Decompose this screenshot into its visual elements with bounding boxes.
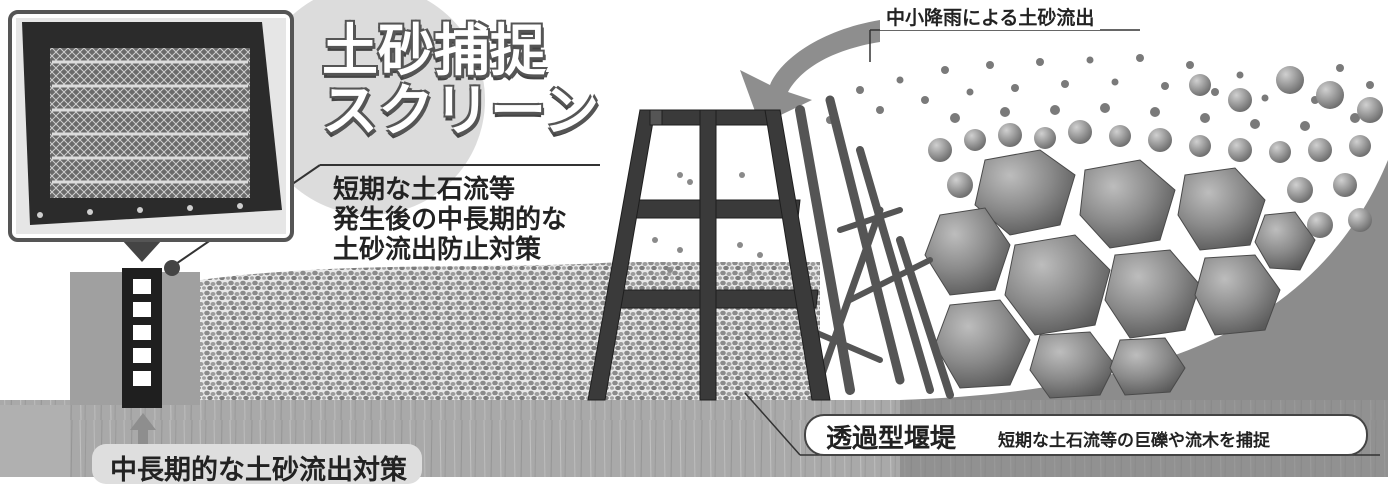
screen-column-cells [133, 279, 151, 386]
medium-stones [928, 66, 1383, 238]
title-line-1: 土砂捕捉 [322, 19, 546, 84]
callout-pointer [122, 240, 162, 262]
connector-dot [164, 260, 180, 276]
screen-description-line-3: 土砂流出防止対策 [333, 235, 542, 265]
dam-gravel [652, 172, 763, 273]
gravel-bed [200, 262, 820, 400]
title-background-circle [255, 0, 485, 215]
fine-sediment [826, 54, 1374, 131]
top-arrow-label: 中小降雨による土砂流出 [880, 3, 1101, 30]
screen-photo-chains [52, 60, 248, 184]
screen-description-line-2: 発生後の中長期的な [333, 205, 568, 235]
screen-description-line-1: 短期な土石流等 [333, 175, 516, 205]
up-arrow-icon [130, 413, 156, 445]
boulders [924, 149, 1316, 399]
screen-photo-bolts [37, 203, 243, 218]
permeable-dam [587, 109, 831, 401]
screen-photo-mesh [50, 48, 250, 198]
dam-label-line [744, 392, 801, 456]
driftwood [795, 95, 954, 399]
concrete-wall-side [0, 405, 70, 477]
title-line-2: スクリーン [322, 79, 600, 144]
rainfall-arrow [740, 20, 880, 125]
scene-illustration [0, 0, 1388, 477]
dam-label-sub: 短期な土石流等の巨礫や流木を捕捉 [998, 431, 1270, 451]
bottom-left-label: 中長期的な土砂流出対策 [110, 455, 407, 486]
mountain-slope [900, 160, 1388, 477]
dam-label-main: 透過型堰堤 [826, 424, 957, 454]
dam-label-box [804, 414, 1368, 456]
